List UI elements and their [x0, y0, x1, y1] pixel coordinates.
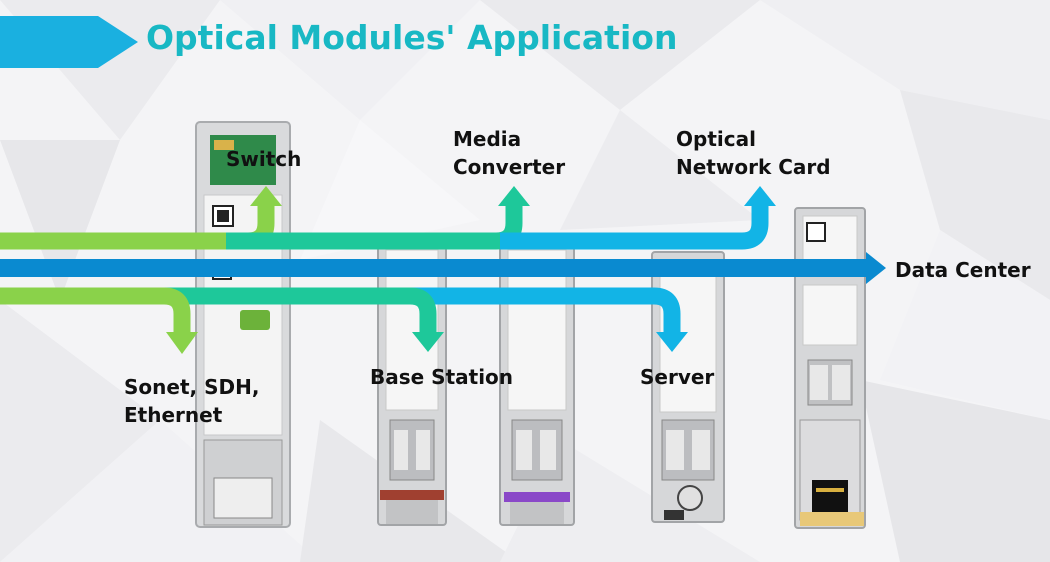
arrow-head-server: [656, 332, 688, 352]
arrow-head-base-station: [412, 332, 444, 352]
arrow-head-sonet: [166, 332, 198, 354]
label-sonet: Sonet, SDH, Ethernet: [124, 373, 259, 429]
label-switch: Switch: [226, 147, 302, 171]
arrow-to-sonet: [0, 287, 191, 334]
label-sonet-line2: Ethernet: [124, 403, 223, 427]
arrow-head-optical-network-card: [744, 186, 776, 206]
title-accent-bar: [0, 16, 98, 68]
copper-rj45-module: [794, 207, 866, 529]
label-media-converter: Media Converter: [453, 125, 565, 181]
arrow-to-server: [0, 287, 681, 334]
label-base-station: Base Station: [370, 365, 514, 389]
label-media-converter-line2: Converter: [453, 155, 566, 179]
label-sonet-line1: Sonet, SDH,: [124, 375, 260, 399]
label-data-center: Data Center: [895, 258, 1031, 282]
label-media-converter-line1: Media: [453, 127, 522, 151]
arrow-to-data-center: [0, 259, 868, 277]
arrow-head-data-center: [866, 252, 886, 284]
label-optical-network-card: Optical Network Card: [676, 125, 831, 181]
label-optical-network-card-line1: Optical: [676, 127, 756, 151]
label-server: Server: [640, 365, 715, 389]
title-chevron-icon: [98, 16, 138, 68]
arrow-head-switch: [250, 186, 282, 206]
arrow-head-media-converter: [498, 186, 530, 206]
sfp-plus-module: [195, 121, 291, 528]
arrow-to-base-station: [0, 287, 437, 334]
label-optical-network-card-line2: Network Card: [676, 155, 831, 179]
arrow-to-optical-network-card: [500, 204, 769, 250]
slide-title: Optical Modules' Application: [146, 18, 678, 57]
